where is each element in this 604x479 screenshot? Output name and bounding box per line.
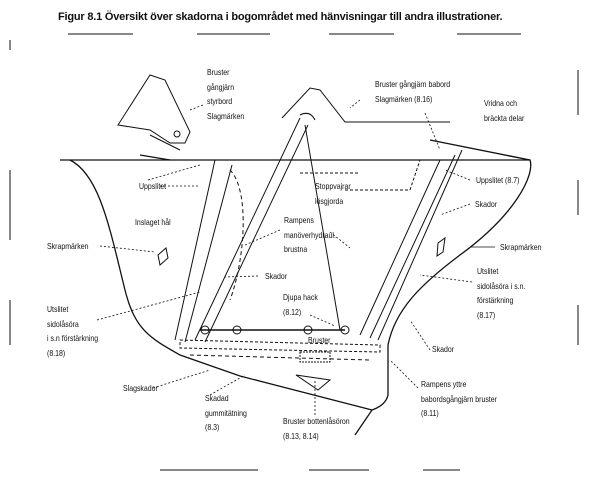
hinge-arms [117, 74, 531, 161]
label-damage-upper-right: Skador [475, 199, 498, 209]
label-damage-mid: Skador [265, 271, 288, 281]
label-damage-lower-right: Skador [432, 344, 455, 354]
figure-title: Figur 8.1 Översikt över skadorna i bogom… [58, 11, 503, 23]
label-scrape-left: Skrapmärken [47, 241, 89, 251]
label-scrape-right: Skrapmärken [500, 242, 542, 252]
leader-lines [96, 99, 495, 415]
label-torn-right: Uppslitet (8.7) [476, 175, 520, 185]
label-bottom-lugs: Bruster bottenlåsöron(8.13, 8.14) [283, 416, 350, 441]
scrape-marks [157, 236, 446, 391]
label-notches: Djupa hack(8.12) [283, 292, 318, 317]
label-torn-left: Uppslitet [139, 181, 167, 191]
hull-outline [60, 154, 532, 436]
label-breaks: Bruster [308, 335, 331, 345]
label-impact: Slagskador [123, 383, 158, 393]
ramp-and-visor [174, 117, 463, 361]
page-rules [9, 33, 579, 471]
label-hole: Inslaget hål [135, 217, 171, 227]
